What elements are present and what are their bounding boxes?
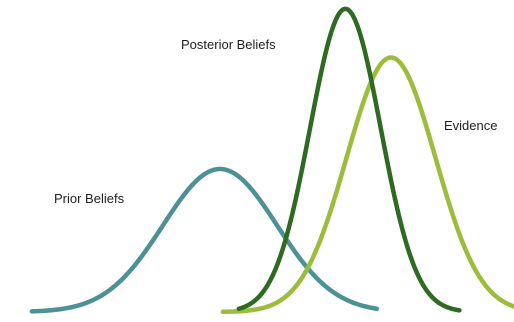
- evidence-curve: [220, 55, 514, 315]
- evidence-label: Evidence: [444, 118, 498, 133]
- prior-beliefs-curve: [29, 166, 379, 314]
- posterior-beliefs-label: Posterior Beliefs: [181, 37, 276, 52]
- prior-beliefs-label: Prior Beliefs: [54, 191, 125, 206]
- posterior-beliefs-curve: [236, 6, 462, 313]
